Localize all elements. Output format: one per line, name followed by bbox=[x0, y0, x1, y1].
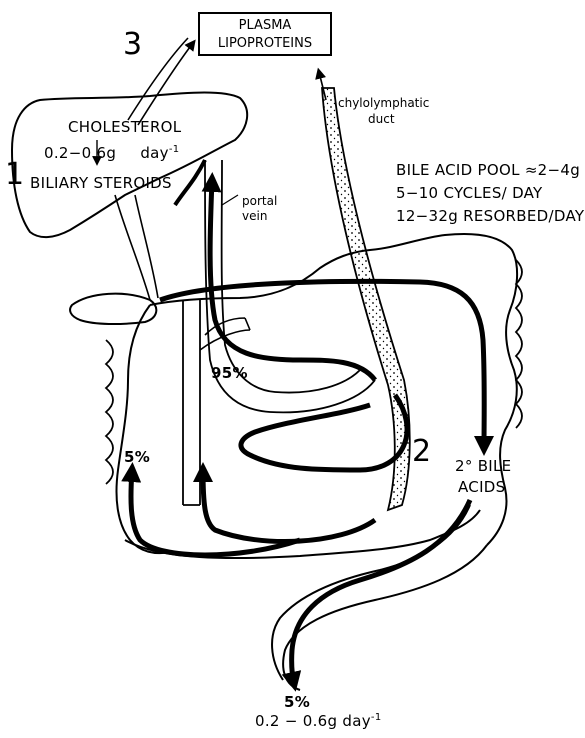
secondary-bile-acids-line2: ACIDS bbox=[458, 480, 505, 495]
pathway-number-2: 2 bbox=[412, 437, 431, 467]
portal-vein-label-line1: portal bbox=[242, 195, 277, 207]
excretion-rate-exp: -1 bbox=[371, 712, 382, 723]
biliary-steroids-label: BILIARY STEROIDS bbox=[30, 176, 172, 191]
pathway-number-3: 3 bbox=[123, 30, 142, 60]
excreted-percent-label: 5% bbox=[284, 695, 310, 710]
flow-ileum-loop bbox=[241, 395, 407, 470]
bile-duct bbox=[115, 195, 158, 300]
bile-pool-line2: 5−10 CYCLES/ DAY bbox=[396, 186, 543, 201]
bile-pool-line1: BILE ACID POOL ≈2−4g bbox=[396, 163, 580, 178]
cholesterol-rate-unit: day bbox=[140, 144, 169, 162]
excretion-rate-value: 0.2 − 0.6g bbox=[255, 712, 337, 730]
flow-lower-return bbox=[203, 470, 375, 541]
bile-pool-line3: 12−32g RESORBED/DAY bbox=[396, 209, 584, 224]
percent-5-label: 5% bbox=[124, 450, 150, 465]
cholesterol-rate-value: 0.2−0.6g bbox=[44, 144, 116, 162]
portal-vein-pointer bbox=[222, 195, 238, 205]
excretion-rate-unit: day bbox=[342, 712, 371, 730]
flow-liver-internal bbox=[175, 160, 205, 205]
cholesterol-rate-label: 0.2−0.6g day-1 bbox=[44, 145, 179, 161]
vena-cava-outline bbox=[183, 300, 200, 505]
plasma-lipoproteins-box: PLASMA LIPOPROTEINS bbox=[198, 12, 332, 56]
rectum-outline bbox=[272, 505, 487, 690]
portal-vein-label-line2: vein bbox=[242, 210, 267, 222]
pathway-number-1: 1 bbox=[5, 160, 24, 190]
plasma-box-line1: PLASMA bbox=[200, 17, 330, 35]
chylolymphatic-duct bbox=[322, 88, 410, 510]
plasma-box-line2: LIPOPROTEINS bbox=[200, 35, 330, 53]
flow-to-rectum bbox=[292, 500, 470, 684]
cholesterol-label: CHOLESTEROL bbox=[68, 120, 181, 135]
chylolymphatic-label-line2: duct bbox=[368, 113, 395, 125]
secondary-bile-acids-line1: 2° BILE bbox=[455, 459, 511, 474]
flow-to-intestine bbox=[160, 281, 484, 448]
percent-95-label: 95% bbox=[211, 366, 248, 381]
gallbladder-outline bbox=[70, 294, 156, 324]
chylolymphatic-label-line1: chylolymphatic bbox=[338, 97, 429, 109]
excretion-rate-label: 0.2 − 0.6g day-1 bbox=[255, 713, 382, 729]
cholesterol-rate-exp: -1 bbox=[169, 144, 180, 155]
